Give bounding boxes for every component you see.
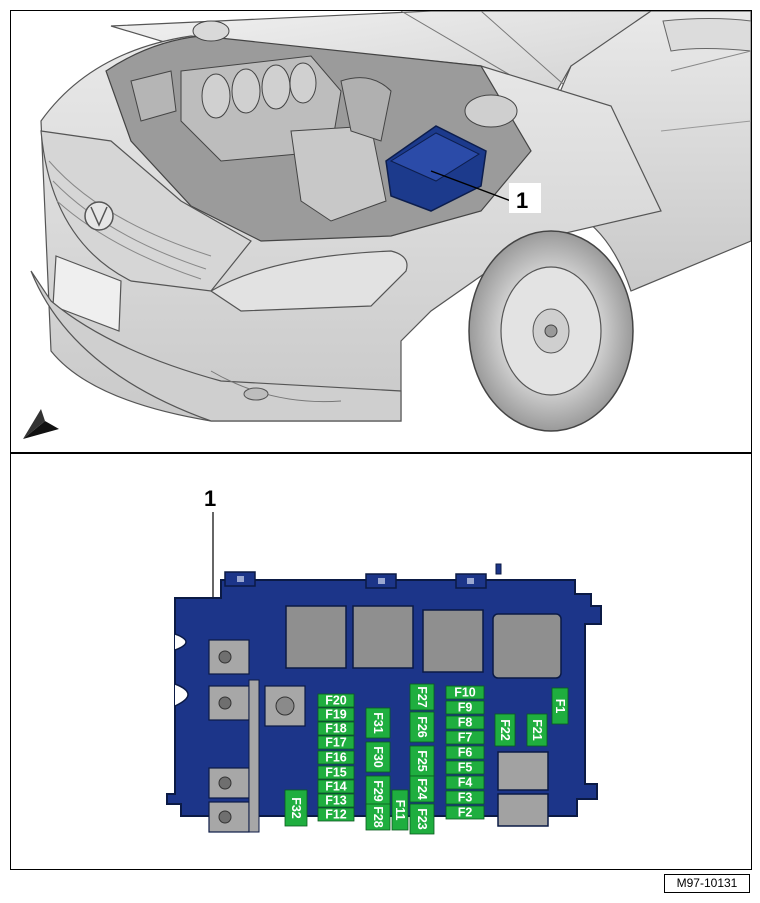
fuse-label-f18: F18 — [325, 722, 347, 736]
fuse-f29 — [365, 775, 391, 807]
front-bumper — [30, 270, 402, 422]
fuse-f32 — [284, 789, 308, 827]
fuse-label-f22: F22 — [498, 719, 512, 741]
fuse-label-f23: F23 — [415, 808, 429, 830]
fuse-f24 — [409, 775, 435, 803]
fuse-label-f3: F3 — [458, 791, 473, 805]
fuse-f9 — [445, 700, 485, 715]
fuse-f17 — [317, 735, 355, 750]
fuse-f30 — [365, 741, 391, 773]
fuse-label-f13: F13 — [325, 794, 347, 808]
license-plate — [52, 255, 122, 332]
relay-slot-2 — [352, 605, 414, 669]
callout-number-bottom: 1 — [204, 486, 216, 511]
fuse-f12 — [317, 807, 355, 822]
fuse-label-f31: F31 — [371, 712, 385, 734]
fuse-label-f10: F10 — [454, 686, 476, 700]
fuse-label-f28: F28 — [371, 806, 385, 828]
callout-number-top: 1 — [516, 188, 528, 213]
fog-light — [243, 387, 269, 401]
fuse-label-f24: F24 — [415, 778, 429, 800]
fuse-label-f30: F30 — [371, 746, 385, 768]
fuse-label-f25: F25 — [415, 750, 429, 772]
fuse-label-f26: F26 — [415, 716, 429, 738]
relay-slot-6 — [497, 793, 549, 827]
fuse-f18 — [317, 721, 355, 736]
fuse-f2 — [445, 805, 485, 820]
fuse-f26 — [409, 711, 435, 743]
strut-mount — [464, 94, 518, 128]
vehicle-overview-panel: 1 — [11, 11, 751, 451]
vehicle-illustration: 1 — [23, 11, 751, 439]
fuse-label-f4: F4 — [458, 776, 473, 790]
fuse-f22 — [494, 713, 516, 747]
fuse-f23 — [409, 803, 435, 835]
fuse-label-f1: F1 — [553, 699, 567, 714]
fuse-f27 — [409, 683, 435, 711]
fuse-f8 — [445, 715, 485, 730]
mirror — [662, 18, 751, 52]
fuse-f16 — [317, 750, 355, 765]
fuse-label-f21: F21 — [530, 719, 544, 741]
fuse-label-f9: F9 — [458, 701, 473, 715]
fuse-label-f29: F29 — [371, 780, 385, 802]
fuse-f10 — [445, 685, 485, 700]
fuse-f4 — [445, 775, 485, 790]
fuse-label-f7: F7 — [458, 731, 473, 745]
fuse-label-f20: F20 — [325, 694, 347, 708]
fuse-f3 — [445, 790, 485, 805]
fuse-f21 — [526, 713, 548, 747]
headlight — [209, 250, 408, 312]
fuse-f7 — [445, 730, 485, 745]
fuse-label-f32: F32 — [289, 797, 303, 819]
grille — [40, 130, 252, 292]
fuse-label-f11: F11 — [393, 800, 407, 821]
fuse-f19 — [317, 707, 355, 722]
fuse-f25 — [409, 745, 435, 777]
fuse-label-f2: F2 — [458, 806, 473, 820]
reference-code: M97-10131 — [664, 874, 750, 893]
fuse-label-f16: F16 — [325, 751, 347, 765]
fuse-label-f15: F15 — [325, 766, 347, 780]
fuse-f15 — [317, 765, 355, 780]
orientation-arrow-icon — [23, 421, 59, 439]
fuse-f1 — [551, 687, 569, 725]
panel-divider — [10, 452, 752, 454]
callout-bg-top — [509, 183, 541, 213]
fuse-label-f8: F8 — [458, 716, 473, 730]
relay-slot-1 — [285, 605, 347, 669]
relay-slot-4 — [492, 613, 562, 679]
fuse-f13 — [317, 793, 355, 808]
fuse-f11 — [391, 789, 409, 831]
fuse-label-f17: F17 — [325, 736, 347, 750]
fuse-f5 — [445, 760, 485, 775]
fuse-label-f12: F12 — [325, 808, 347, 822]
bus-bar — [248, 679, 260, 833]
fuse-f28 — [365, 803, 391, 831]
fuse-label-f14: F14 — [325, 780, 347, 794]
fuse-f6 — [445, 745, 485, 760]
relay-slot-3 — [422, 609, 484, 673]
callout-leader-top — [430, 170, 512, 202]
fuse-label-f27: F27 — [415, 686, 429, 708]
relay-slot-5 — [497, 751, 549, 791]
fuse-f31 — [365, 707, 391, 739]
fuse-label-f19: F19 — [325, 708, 347, 722]
figure-frame — [10, 10, 752, 870]
fuse-f20 — [317, 693, 355, 708]
fuse-label-f6: F6 — [458, 746, 473, 760]
fuse-label-f5: F5 — [458, 761, 473, 775]
fuse-f14 — [317, 779, 355, 794]
